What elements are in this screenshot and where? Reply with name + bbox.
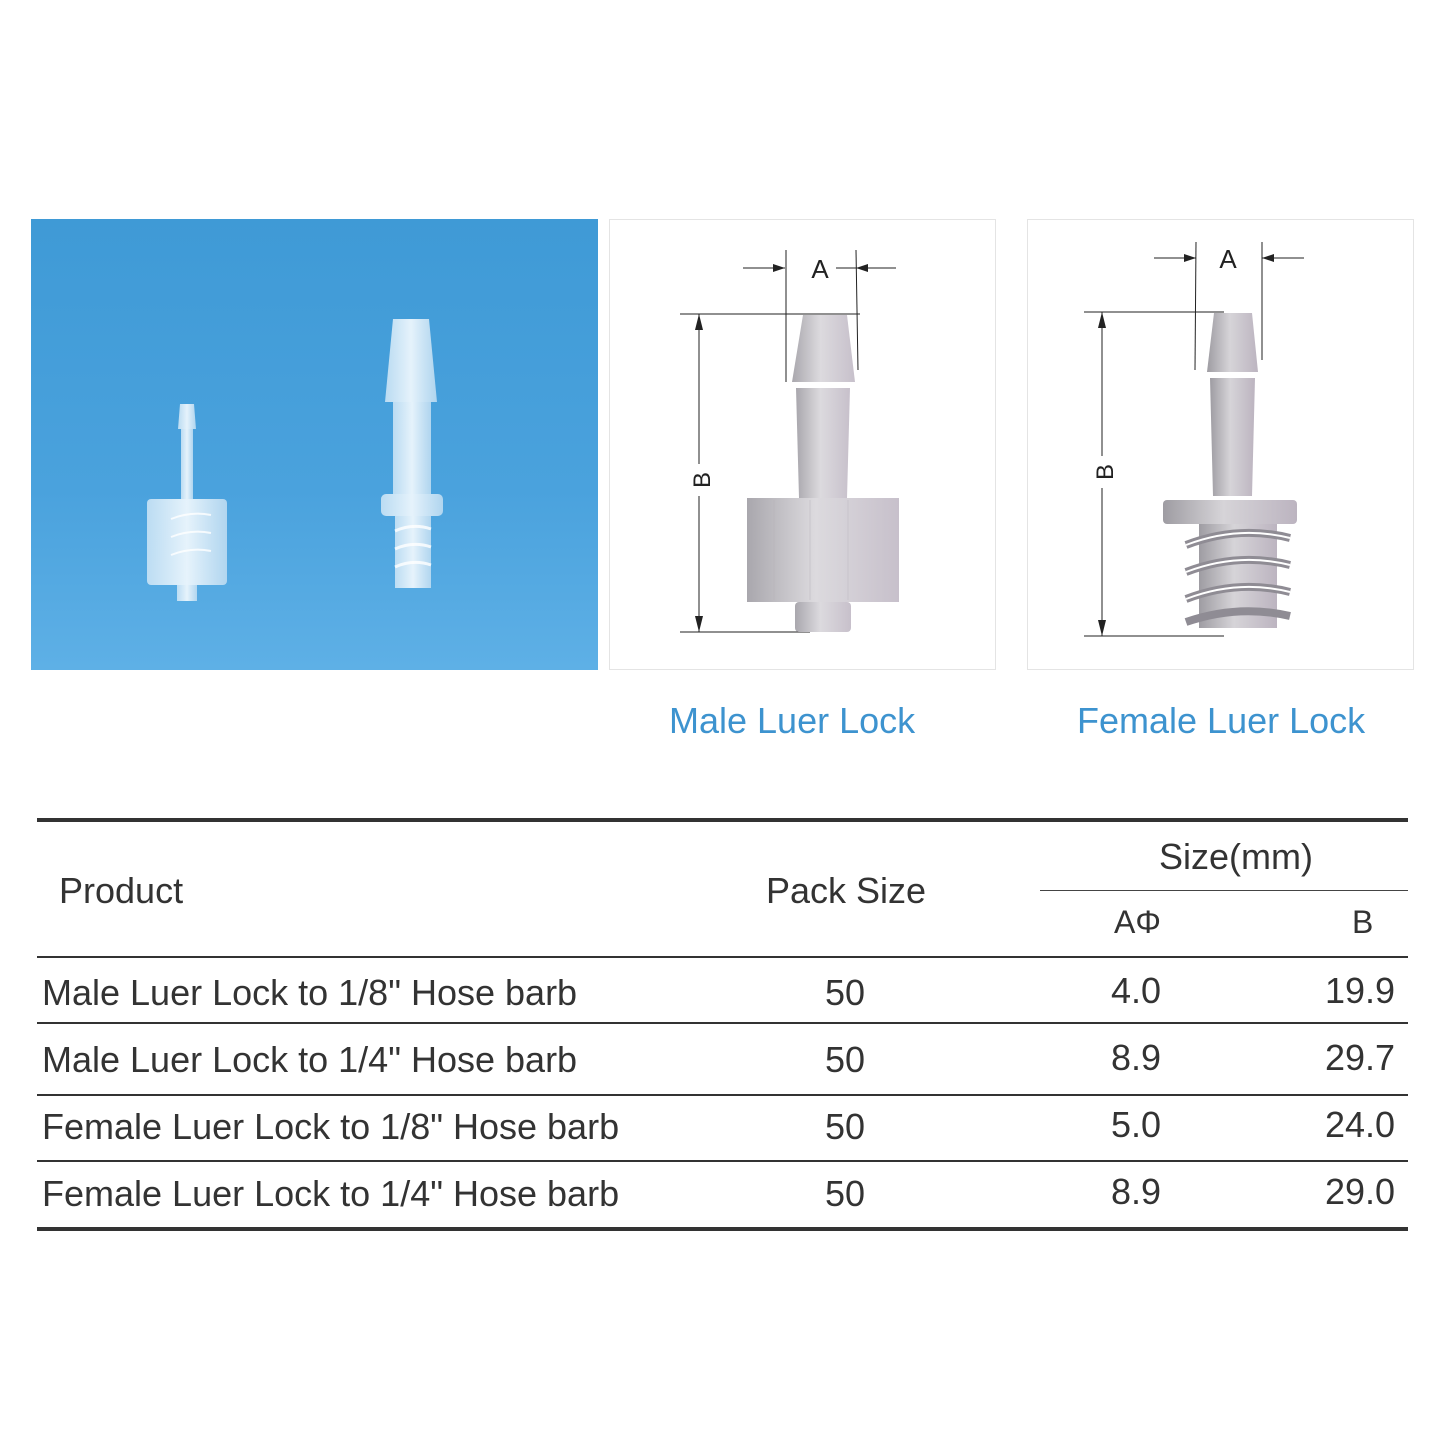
header-product: Product: [59, 870, 184, 911]
header-b: B: [1352, 904, 1374, 940]
cell-a: 8.9: [1111, 1037, 1162, 1078]
header-size-group: Size(mm): [1159, 836, 1313, 877]
large-female-fitting: [381, 319, 443, 588]
dimension-b-label: B: [1092, 464, 1119, 480]
cell-product: Female Luer Lock to 1/4" Hose barb: [42, 1173, 620, 1214]
cell-pack-size: 50: [825, 1173, 866, 1214]
dimension-a-label: A: [1219, 244, 1237, 274]
cell-b: 29.7: [1325, 1037, 1396, 1078]
cell-a: 5.0: [1111, 1104, 1162, 1145]
cell-product: Male Luer Lock to 1/4" Hose barb: [42, 1039, 578, 1080]
header-bottom-rule: [37, 956, 1408, 958]
cell-product: Male Luer Lock to 1/8" Hose barb: [42, 972, 578, 1013]
fittings-photo-illustration: [147, 319, 443, 601]
cell-a: 8.9: [1111, 1171, 1162, 1212]
size-subheader-rule: [1040, 890, 1408, 891]
table-top-rule: [37, 818, 1408, 822]
cell-pack-size: 50: [825, 972, 866, 1013]
row-divider: [37, 1022, 1408, 1024]
caption-male-luer-lock: Male Luer Lock: [669, 700, 916, 741]
header-a-phi: AΦ: [1114, 904, 1161, 940]
dimension-a-label: A: [811, 254, 829, 284]
cell-b: 29.0: [1325, 1171, 1396, 1212]
cell-b: 24.0: [1325, 1104, 1396, 1145]
cell-product: Female Luer Lock to 1/8" Hose barb: [42, 1106, 620, 1147]
cell-pack-size: 50: [825, 1039, 866, 1080]
header-pack-size: Pack Size: [766, 870, 927, 911]
cell-a: 4.0: [1111, 970, 1162, 1011]
dimension-b-label: B: [689, 472, 716, 488]
product-photo: [31, 219, 598, 670]
cell-pack-size: 50: [825, 1106, 866, 1147]
row-divider: [37, 1160, 1408, 1162]
female-luer-lock-drawing: A B: [1027, 219, 1414, 670]
caption-female-luer-lock: Female Luer Lock: [1077, 700, 1366, 741]
table-bottom-rule: [37, 1227, 1408, 1231]
male-luer-lock-drawing: A B: [609, 219, 996, 670]
row-divider: [37, 1094, 1408, 1096]
small-male-fitting: [147, 404, 227, 601]
cell-b: 19.9: [1325, 970, 1396, 1011]
